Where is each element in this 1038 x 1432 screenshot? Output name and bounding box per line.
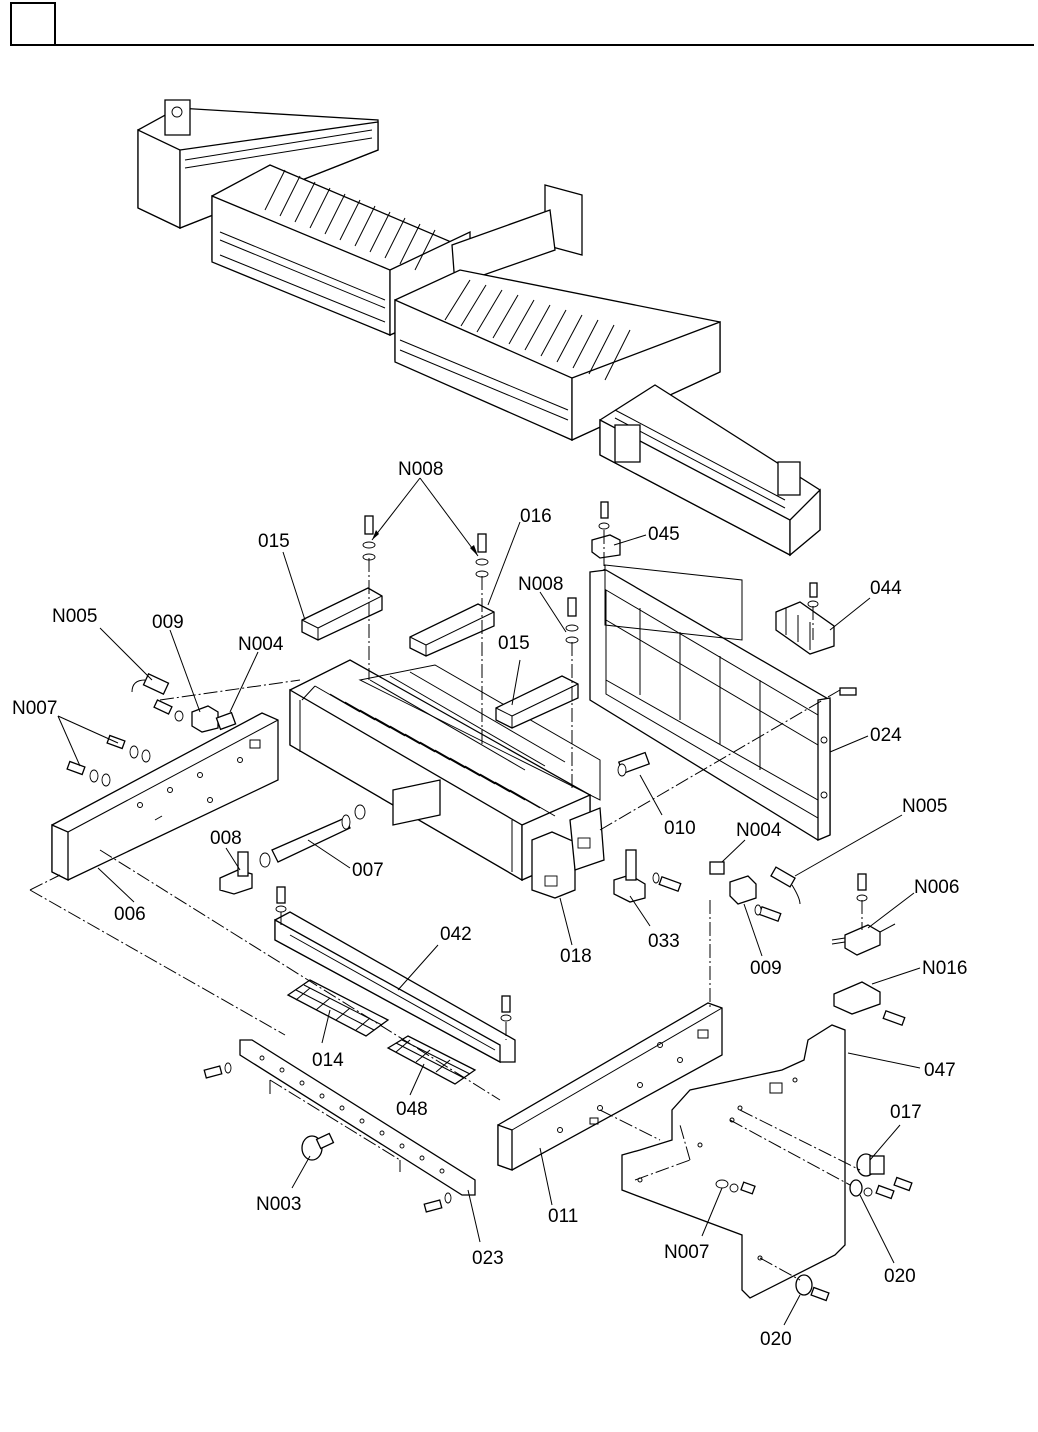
callout-014: 014	[312, 1050, 344, 1071]
part-042-rail	[275, 887, 515, 1062]
callout-015-left: 015	[258, 531, 290, 552]
callout-042: 042	[440, 924, 472, 945]
part-015-mid	[496, 676, 578, 728]
callout-020-bottom: 020	[760, 1329, 792, 1350]
callout-020-right: 020	[884, 1266, 916, 1287]
callout-015-mid: 015	[498, 633, 530, 654]
part-n003-knob	[302, 1134, 333, 1160]
callout-n008-mid: N008	[518, 574, 563, 595]
callout-006: 006	[114, 904, 146, 925]
callout-048: 048	[396, 1099, 428, 1120]
callout-n006: N006	[914, 877, 959, 898]
rail-assembly-overview	[138, 100, 820, 555]
part-008	[220, 852, 252, 894]
callout-n005-right: N005	[902, 796, 947, 817]
part-015-left	[302, 588, 382, 640]
callout-n007-right: N007	[664, 1242, 709, 1263]
part-007-shaft	[260, 805, 365, 867]
screws-n007-left	[67, 736, 150, 786]
callout-009-right: 009	[750, 958, 782, 979]
callout-008: 008	[210, 828, 242, 849]
callout-045: 045	[648, 524, 680, 545]
callout-016: 016	[520, 506, 552, 527]
callout-047: 047	[924, 1060, 956, 1081]
part-045	[592, 502, 620, 558]
sensor-group-right	[710, 862, 800, 921]
callout-023: 023	[472, 1248, 504, 1269]
callout-024: 024	[870, 725, 902, 746]
callout-n004-left: N004	[238, 634, 284, 655]
switch-n006-n016	[832, 874, 905, 1025]
callout-n003: N003	[256, 1194, 301, 1215]
part-016	[410, 604, 494, 656]
callout-n005-left: N005	[52, 606, 97, 627]
part-033	[614, 850, 681, 902]
callout-017: 017	[890, 1102, 922, 1123]
callout-n007-left: N007	[12, 698, 57, 719]
callout-n016: N016	[922, 958, 967, 979]
callout-044: 044	[870, 578, 902, 599]
callout-n004-right: N004	[736, 820, 782, 841]
sensor-group-left	[132, 674, 236, 732]
callout-n008-top: N008	[398, 459, 443, 480]
callout-007: 007	[352, 860, 384, 881]
callout-033: 033	[648, 931, 680, 952]
part-010	[618, 753, 649, 776]
callout-009-left: 009	[152, 612, 184, 633]
callout-011: 011	[548, 1206, 578, 1227]
callout-018: 018	[560, 946, 592, 967]
callout-010: 010	[664, 818, 696, 839]
